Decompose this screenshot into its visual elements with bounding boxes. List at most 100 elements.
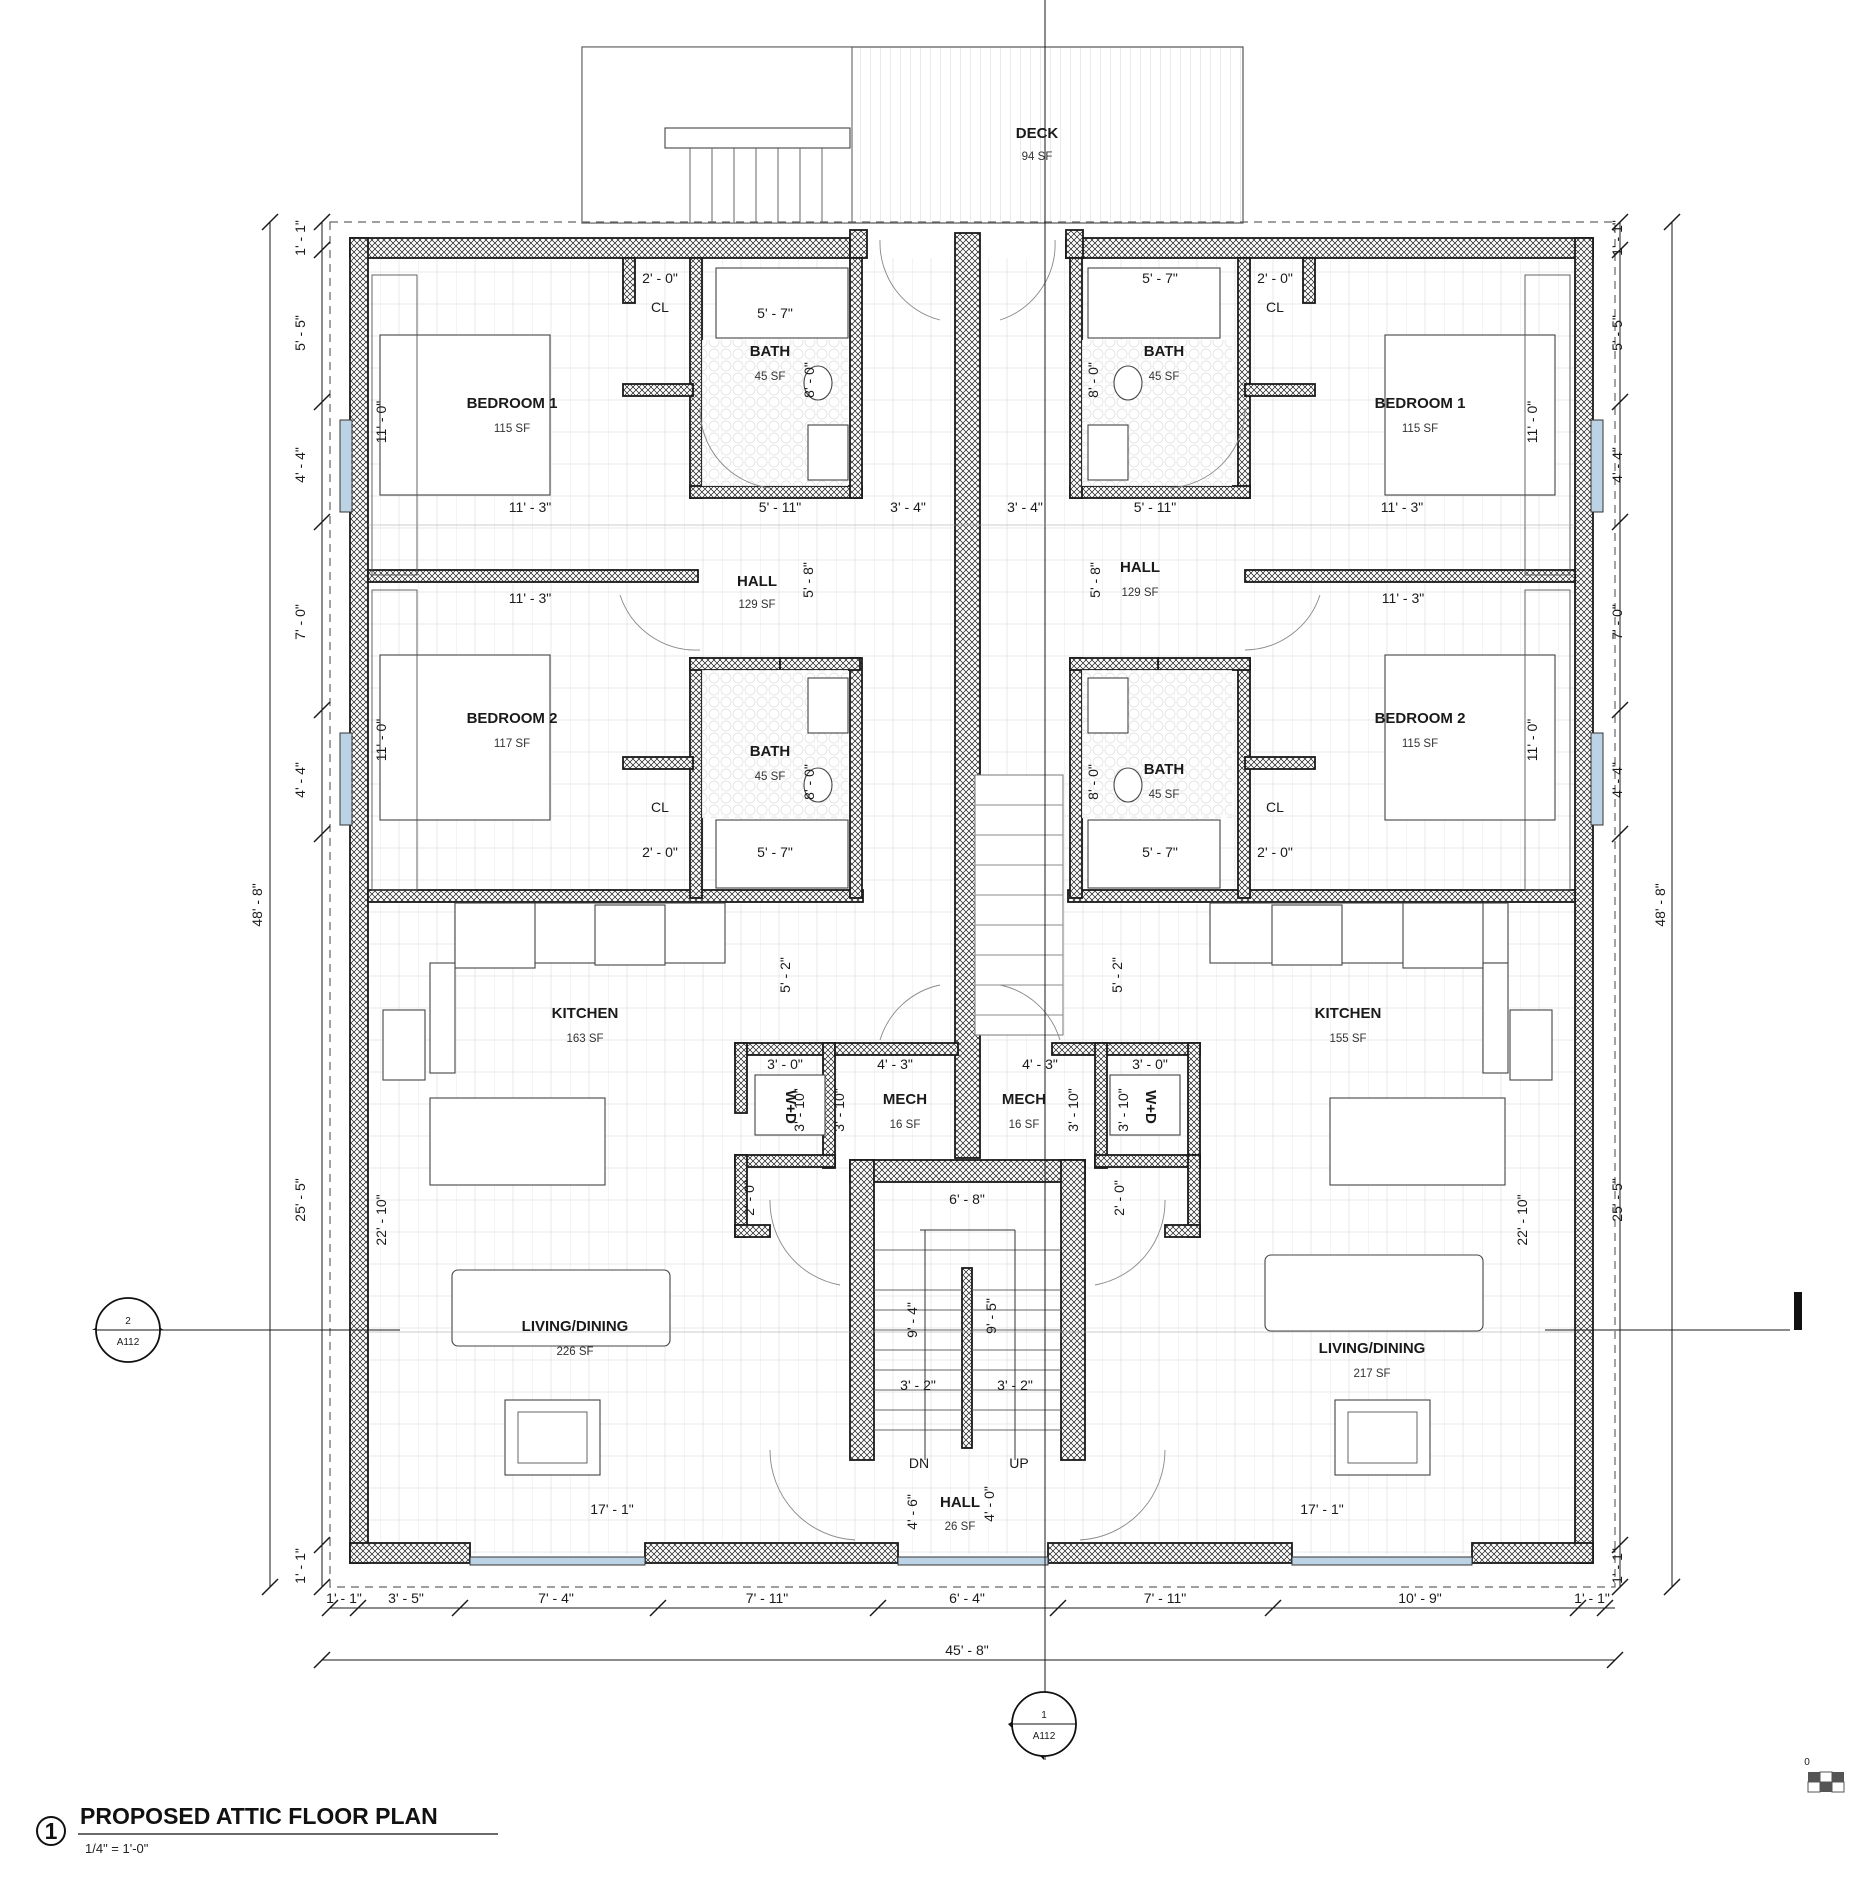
dimension-text: 3' - 0" — [1132, 1056, 1168, 1072]
room-labels: DECK 94 SF BEDROOM 1 115 SF BATH 45 SF B… — [467, 125, 1466, 1533]
dimension-text: 6' - 4" — [949, 1590, 985, 1606]
dimension-text: 3' - 10" — [1065, 1088, 1081, 1131]
dimension-text: 17' - 1" — [590, 1501, 633, 1517]
drawing-scale: 1/4" = 1'-0" — [85, 1841, 149, 1856]
dimension-text: 5' - 5" — [1609, 315, 1625, 351]
dimension-text: 8' - 0" — [801, 764, 817, 800]
room-area: 94 SF — [1022, 151, 1053, 163]
dimension-text: 3' - 10" — [831, 1088, 847, 1131]
graphic-scale-bar: 0 — [1804, 1757, 1845, 1793]
room-name: BEDROOM 2 — [1375, 710, 1466, 727]
dimension-text: 4' - 4" — [292, 762, 308, 798]
dimension-text: 17' - 1" — [1300, 1501, 1343, 1517]
room-area: 16 SF — [890, 1119, 921, 1131]
overall-width-dimension: 45' - 8" — [945, 1642, 988, 1658]
room-name: LIVING/DINING — [522, 1318, 629, 1335]
dimension-lines — [261, 213, 1681, 1669]
dimension-text: 5' - 11" — [1134, 499, 1176, 515]
dimension-text: 5' - 7" — [1142, 844, 1178, 860]
dimension-text: 11' - 0" — [1524, 719, 1540, 761]
room-area: 155 SF — [1329, 1033, 1366, 1045]
dimension-text: 22' - 10" — [1514, 1194, 1530, 1245]
room-area: 26 SF — [945, 1521, 976, 1533]
room-name: BATH — [750, 343, 791, 360]
room-area: 217 SF — [1353, 1368, 1390, 1380]
door-swings — [619, 239, 1321, 1541]
room-name: BATH — [1144, 761, 1185, 778]
room-area: 115 SF — [1402, 423, 1438, 435]
room-name: BATH — [1144, 343, 1185, 360]
dimension-text: 1' - 1" — [326, 1590, 362, 1606]
dimension-text: 5' - 2" — [777, 957, 793, 993]
section-number: 1 — [1041, 1710, 1047, 1721]
dimension-text: 6' - 8" — [949, 1191, 985, 1207]
dimension-text: 5' - 11" — [759, 499, 801, 515]
closet-label: CL — [651, 299, 669, 315]
dimension-text: 3' - 4" — [890, 499, 926, 515]
section-sheet: A112 — [117, 1337, 140, 1348]
room-area: 129 SF — [1121, 587, 1158, 599]
dimension-text: 4' - 4" — [1609, 447, 1625, 483]
dimension-text: 1' - 1" — [292, 1548, 308, 1584]
dimension-text: 3' - 4" — [1007, 499, 1043, 515]
room-name: LIVING/DINING — [1319, 1340, 1426, 1357]
dimension-text: 2' - 0" — [642, 270, 678, 286]
dimension-text: 2' - 0" — [1257, 844, 1293, 860]
closet-label: CL — [651, 799, 669, 815]
drawing-title-block: 1 PROPOSED ATTIC FLOOR PLAN 1/4" = 1'-0" — [36, 1803, 498, 1856]
dimension-text: 5' - 7" — [1142, 270, 1178, 286]
dimension-text: 22' - 10" — [373, 1194, 389, 1245]
room-name: KITCHEN — [552, 1005, 619, 1022]
section-marker-left[interactable]: 2 A112 — [92, 1297, 164, 1363]
dimension-text: 48' - 8" — [1652, 883, 1668, 926]
dimension-text: 1' - 1" — [1574, 1590, 1610, 1606]
dimension-text: 11' - 3" — [509, 590, 551, 606]
dimensions-right: 1' - 1" 5' - 5" 4' - 4" 7' - 0" 4' - 4" … — [1609, 220, 1668, 1584]
dimension-text: 4' - 6" — [904, 1494, 920, 1530]
reference-lines — [160, 0, 1802, 1760]
dimension-text: 11' - 3" — [1382, 590, 1424, 606]
dimension-text: 11' - 0" — [373, 401, 389, 443]
dimension-text: 1' - 1" — [1609, 1548, 1625, 1584]
dimension-text: 3' - 2" — [997, 1377, 1033, 1393]
dimension-text: 11' - 0" — [1524, 401, 1540, 443]
room-name: BEDROOM 1 — [467, 395, 558, 412]
dimension-text: 3' - 10" — [791, 1088, 807, 1131]
dimension-text: 2' - 0" — [1257, 270, 1293, 286]
room-name: HALL — [1120, 559, 1160, 576]
section-marker-bottom[interactable]: 1 A112 — [1008, 1691, 1077, 1760]
room-area: 117 SF — [494, 738, 530, 750]
closet-label: CL — [1266, 299, 1284, 315]
exterior-walls — [349, 229, 1594, 1564]
dimension-text: 9' - 5" — [983, 1298, 999, 1334]
dimension-text: 5' - 7" — [757, 305, 793, 321]
fixtures — [371, 267, 1571, 1476]
dimension-text: 7' - 0" — [292, 604, 308, 640]
deck — [581, 46, 1244, 224]
section-number: 2 — [125, 1316, 131, 1327]
dimension-text: 5' - 8" — [1087, 562, 1103, 598]
dimension-text: 5' - 7" — [757, 844, 793, 860]
dimension-text: 3' - 0" — [767, 1056, 803, 1072]
dimension-text: 3' - 5" — [388, 1590, 424, 1606]
dimension-text: 11' - 0" — [373, 719, 389, 761]
dimension-text: 7' - 4" — [538, 1590, 574, 1606]
stair-down-label: DN — [909, 1455, 929, 1471]
dimension-text: 5' - 2" — [1109, 957, 1125, 993]
dimension-text: 4' - 3" — [877, 1056, 913, 1072]
dimension-text: 8' - 0" — [1085, 764, 1101, 800]
dimension-text: 11' - 3" — [1381, 499, 1423, 515]
dimension-text: 7' - 0" — [1609, 604, 1625, 640]
dimension-text: 1' - 1" — [292, 220, 308, 256]
dimension-text: 1' - 1" — [1609, 220, 1625, 256]
room-name: BEDROOM 1 — [1375, 395, 1466, 412]
dimensions-left: 1' - 1" 5' - 5" 4' - 4" 7' - 0" 4' - 4" … — [249, 220, 308, 1584]
windows — [339, 419, 1604, 1566]
dimension-text: 9' - 4" — [904, 1302, 920, 1338]
roof-overhang-line — [329, 221, 1616, 1588]
closet-label: CL — [1266, 799, 1284, 815]
dimensions-interior: 2' - 0" 5' - 7" 8' - 0" 11' - 0" 11' - 3… — [373, 270, 1540, 1530]
dimension-text: 4' - 4" — [1609, 762, 1625, 798]
dimension-text: 4' - 0" — [981, 1486, 997, 1522]
dimension-text: 4' - 4" — [292, 447, 308, 483]
